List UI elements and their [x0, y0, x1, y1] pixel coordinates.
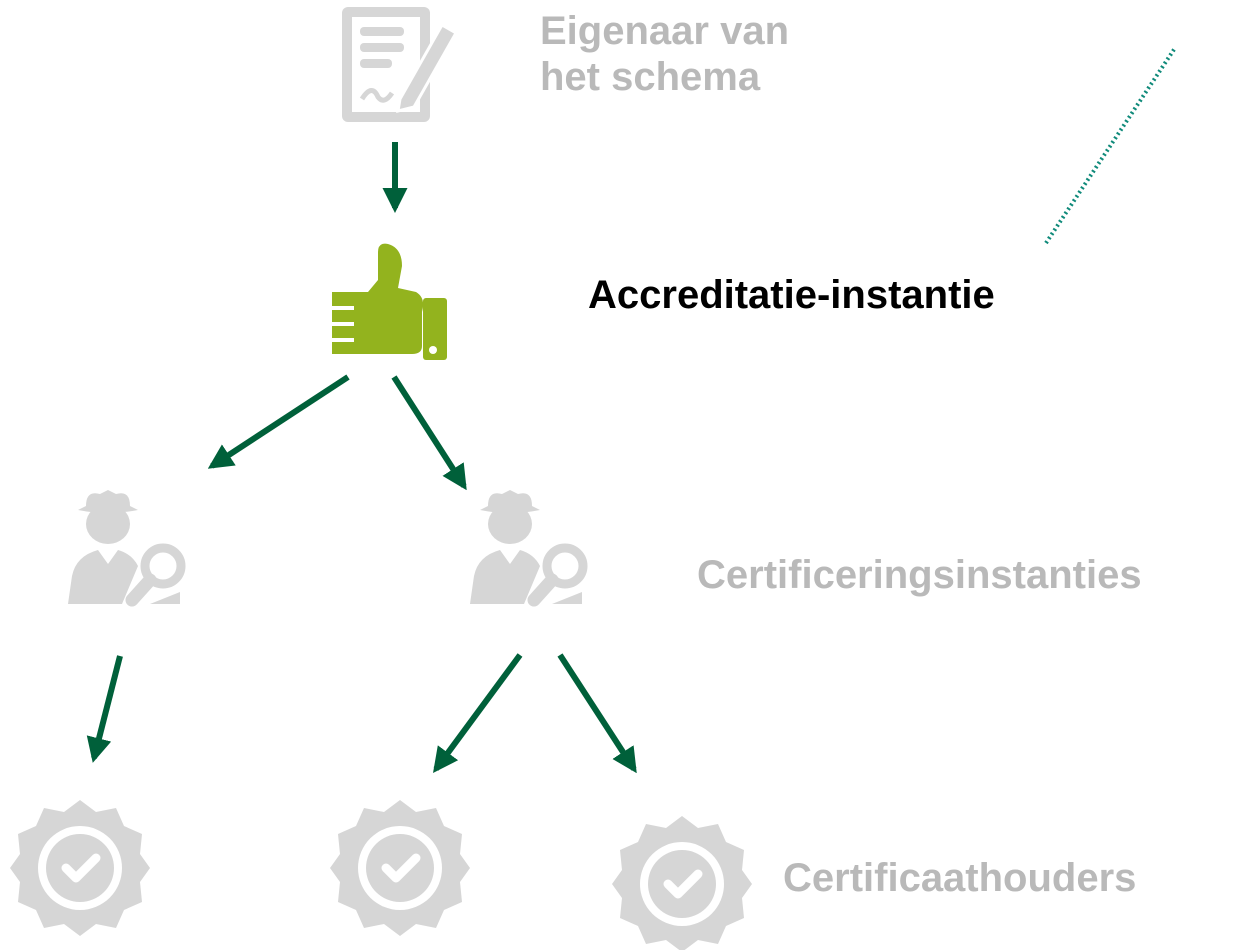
- scheme-owner-label: Eigenaar van het schema: [540, 8, 789, 100]
- certificate-holders-label: Certificaathouders: [783, 856, 1137, 900]
- certificate-badge-check-icon: [612, 816, 752, 950]
- certificate-badge-check-icon: [10, 800, 150, 936]
- certification-bodies-label: Certificeringsinstanties: [697, 553, 1142, 597]
- inspector-magnifier-icon: [68, 490, 181, 604]
- arrow-cert-right-to-holder-right: [557, 653, 637, 774]
- arrow-accreditation-to-cert-left: [207, 374, 350, 469]
- arrow-cert-left-to-holder: [86, 655, 123, 763]
- thumbs-up-icon: [332, 243, 447, 360]
- document-signature-icon: [342, 7, 459, 122]
- scheme-owner-label-line1: Eigenaar van: [540, 9, 790, 53]
- certificate-badge-check-icon: [330, 800, 470, 936]
- dotted-pointer-line: [1044, 46, 1177, 245]
- arrow-accreditation-to-cert-right: [391, 375, 467, 491]
- scheme-owner-label-line2: het schema: [540, 55, 761, 99]
- inspector-magnifier-icon: [470, 490, 583, 604]
- accreditation-body-label: Accreditatie-instantie: [588, 273, 995, 317]
- arrow-cert-right-to-holder-middle: [433, 653, 523, 774]
